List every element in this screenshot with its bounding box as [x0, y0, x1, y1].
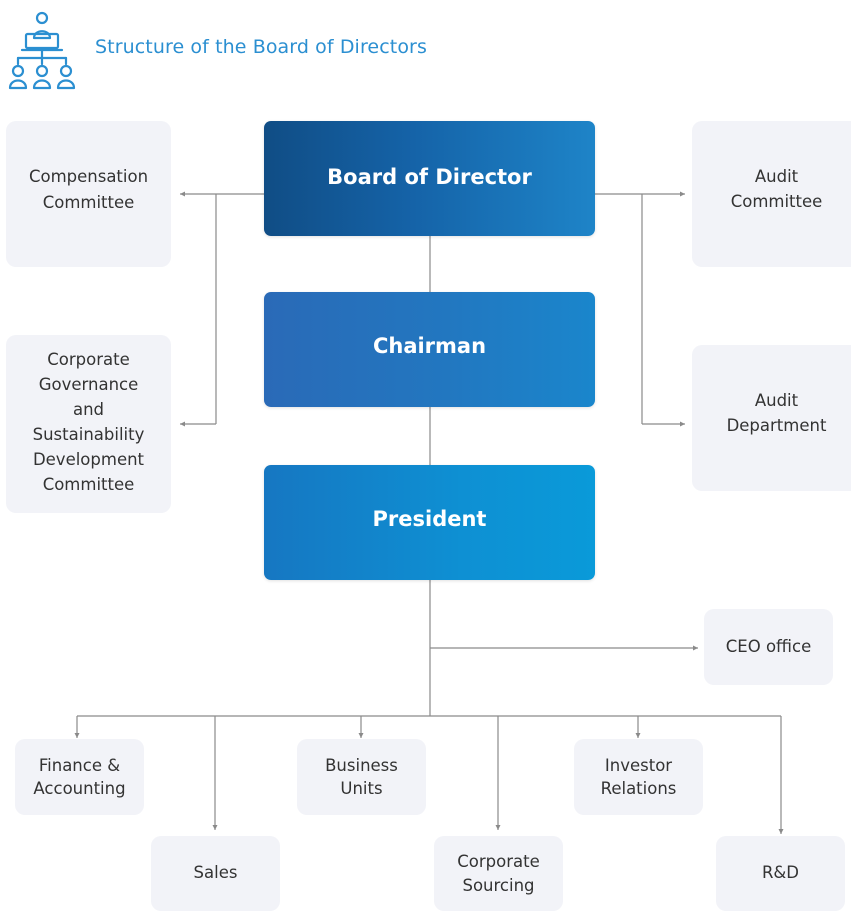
- investor-relations-line: Relations: [600, 779, 677, 798]
- audit-committee-line: Committee: [730, 192, 823, 211]
- audit-department-box: Audit Department: [692, 345, 851, 491]
- corporate-sourcing-line: Sourcing: [462, 875, 535, 895]
- audit-committee-line: Audit: [754, 167, 799, 187]
- audit-department-line: Audit: [754, 391, 799, 411]
- investor-relations-line: Investor: [604, 755, 673, 775]
- governance-committee-line: Committee: [42, 475, 135, 495]
- chairman-label: Chairman: [372, 334, 487, 358]
- ceo-office-label: CEO office: [725, 636, 812, 656]
- governance-committee-line: Sustainability: [32, 425, 145, 444]
- rd-box: R&D: [716, 836, 845, 911]
- compensation-committee-line: Committee: [42, 193, 135, 212]
- business-units-box: Business Units: [297, 739, 426, 815]
- org-structure-icon: [8, 11, 76, 90]
- business-units-line: Units: [340, 779, 383, 798]
- audit-department-line: Department: [726, 416, 827, 435]
- investor-relations-box: Investor Relations: [574, 739, 703, 815]
- ceo-office-box: CEO office: [704, 609, 833, 685]
- compensation-committee-box: Compensation Committee: [6, 121, 171, 267]
- governance-committee-line: Governance: [38, 374, 139, 394]
- governance-committee-line: Development: [32, 450, 145, 470]
- finance-accounting-box: Finance & Accounting: [15, 739, 144, 815]
- corporate-sourcing-box: Corporate Sourcing: [434, 836, 563, 911]
- rd-label: R&D: [761, 863, 800, 883]
- board-of-director-label: Board of Director: [327, 165, 532, 189]
- compensation-committee-line: Compensation: [28, 167, 149, 187]
- business-units-line: Business: [325, 755, 398, 775]
- president-box: President: [264, 465, 595, 580]
- sales-label: Sales: [193, 863, 238, 883]
- governance-committee-line: Corporate: [47, 349, 130, 369]
- chairman-box: Chairman: [264, 292, 595, 407]
- corporate-sourcing-line: Corporate: [457, 852, 540, 872]
- president-label: President: [372, 507, 487, 531]
- sales-box: Sales: [151, 836, 280, 911]
- board-of-director-box: Board of Director: [264, 121, 595, 236]
- audit-committee-box: Audit Committee: [692, 121, 851, 267]
- finance-accounting-line: Accounting: [33, 779, 126, 798]
- finance-accounting-line: Finance &: [38, 755, 121, 775]
- governance-committee-box: Corporate Governance and Sustainability …: [6, 335, 171, 513]
- page-title: Structure of the Board of Directors: [95, 36, 427, 58]
- governance-committee-line: and: [72, 399, 105, 419]
